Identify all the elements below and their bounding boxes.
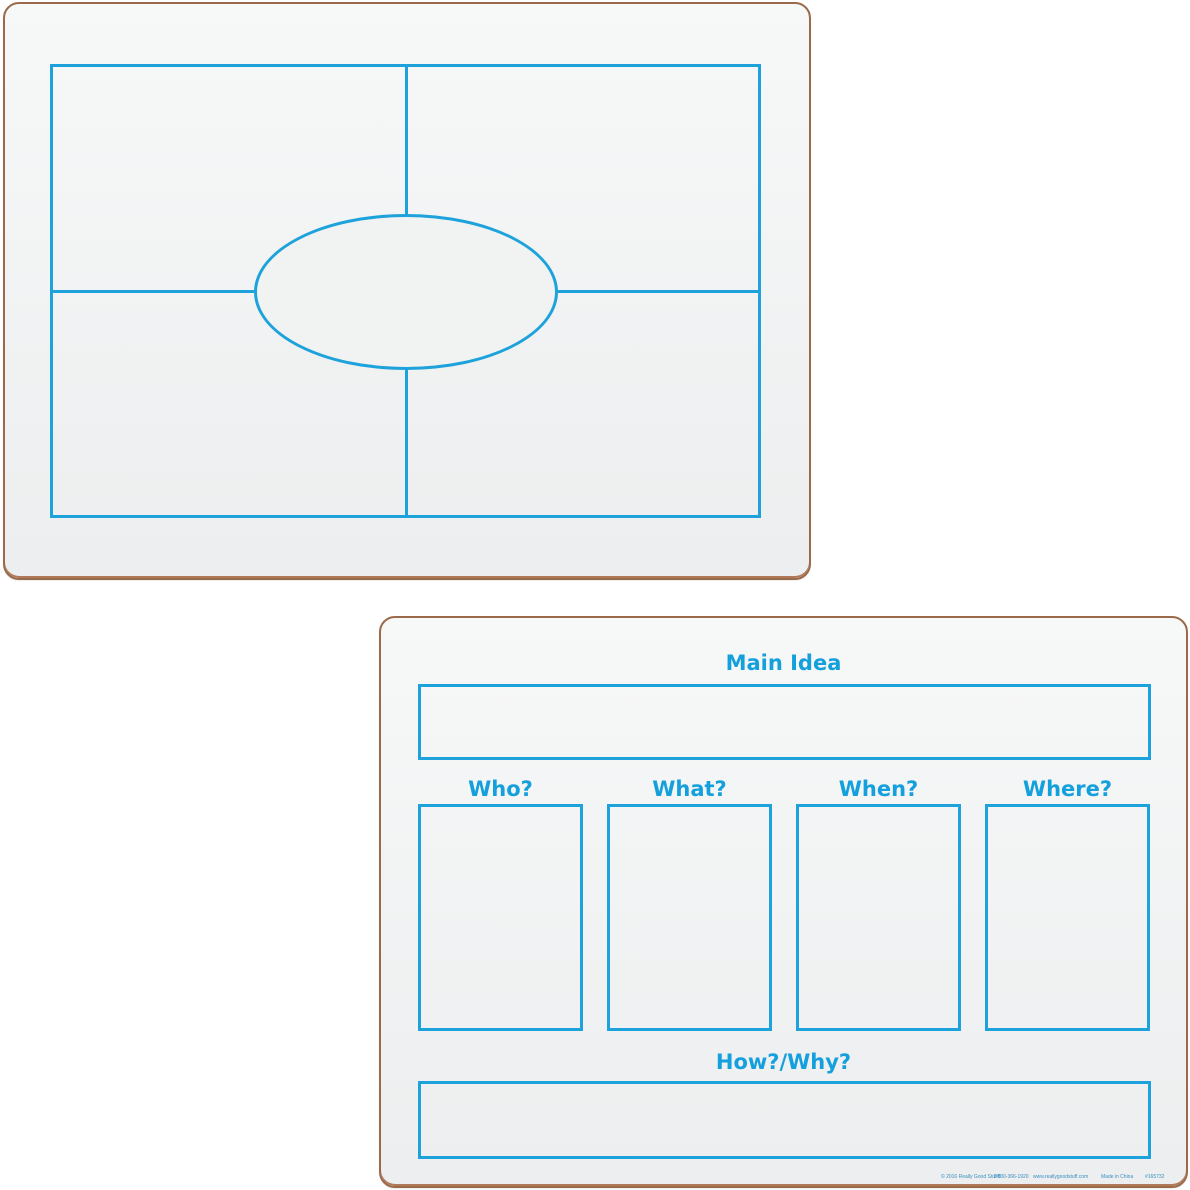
- when-box: [796, 804, 961, 1031]
- main-idea-heading: Main Idea: [725, 651, 842, 675]
- footer-item-number: #165732: [1145, 1174, 1165, 1180]
- where-heading: Where?: [1022, 777, 1113, 801]
- what-heading: What?: [652, 777, 727, 801]
- footer-phone: 1-800-366-1920: [993, 1174, 1029, 1180]
- how-why-heading: How?/Why?: [715, 1050, 852, 1074]
- who-box: [418, 804, 583, 1031]
- bottom-vertical-divider: [405, 368, 408, 518]
- center-oval: [254, 214, 558, 370]
- where-box: [985, 804, 1150, 1031]
- main-idea-whiteboard: Main Idea Who? What? When? Where? How?/W…: [379, 616, 1188, 1188]
- main-idea-box: [418, 684, 1151, 760]
- who-heading: Who?: [468, 777, 533, 801]
- footer-website: www.reallygoodstuff.com: [1033, 1174, 1089, 1180]
- when-heading: When?: [838, 777, 919, 801]
- what-box: [607, 804, 772, 1031]
- how-why-box: [418, 1081, 1151, 1159]
- four-square-whiteboard: [3, 2, 811, 580]
- footer-origin: Made in China: [1101, 1174, 1134, 1180]
- top-vertical-divider: [405, 64, 408, 216]
- footer-copyright: © 2016 Really Good Stuff®: [941, 1174, 1002, 1180]
- right-horizontal-divider: [555, 290, 761, 293]
- left-horizontal-divider: [50, 290, 258, 293]
